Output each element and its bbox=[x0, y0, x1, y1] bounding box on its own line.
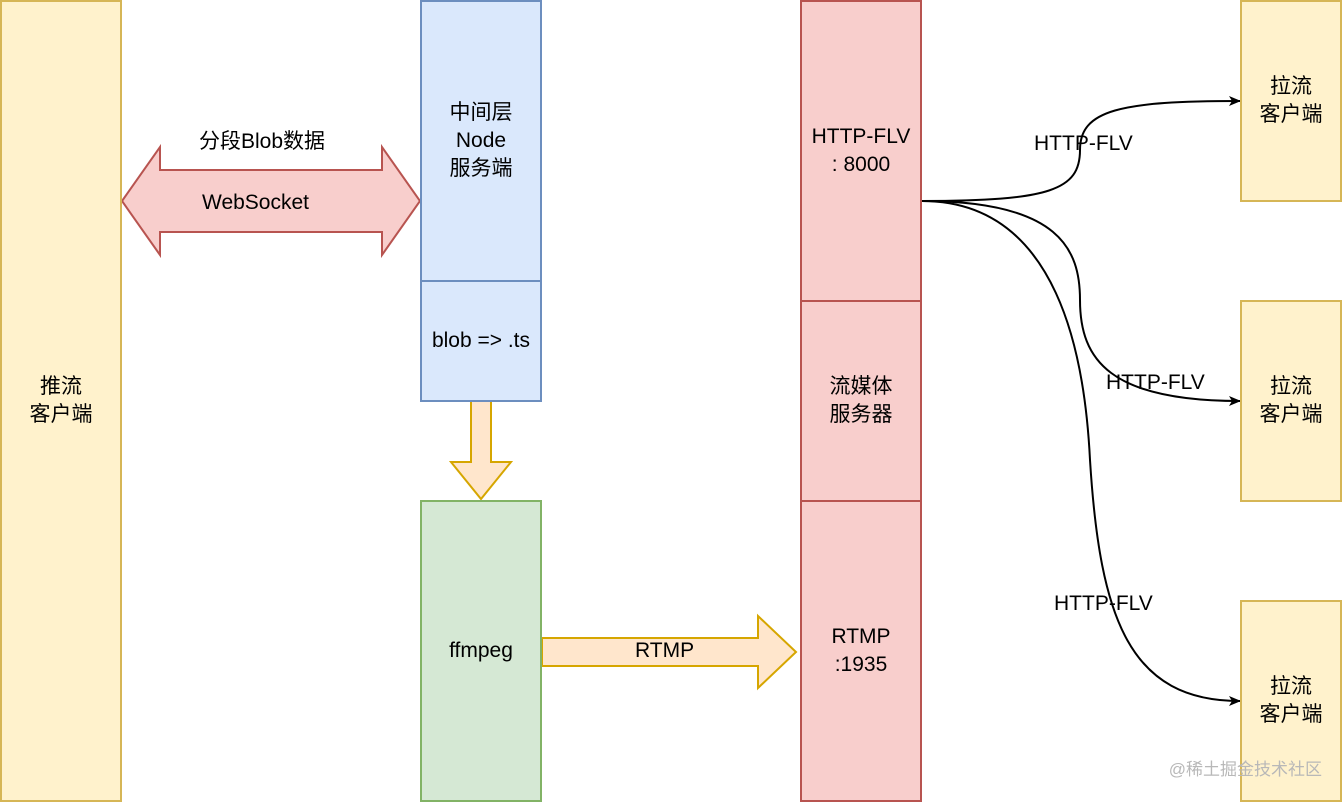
ffmpeg-label: ffmpeg bbox=[449, 639, 513, 662]
flv-curve-1 bbox=[921, 96, 1241, 202]
down-arrow bbox=[448, 400, 514, 501]
rtmp-arrow-label: RTMP bbox=[635, 639, 695, 662]
http-flv-port-label: HTTP-FLV : 8000 bbox=[811, 125, 911, 176]
flv-curve-3 bbox=[921, 200, 1241, 706]
push-client-label: 推流 客户端 bbox=[29, 375, 93, 426]
rtmp-port-box: RTMP :1935 bbox=[800, 500, 922, 802]
node-server-box: 中间层 Node 服务端 bbox=[420, 0, 542, 282]
media-server-box: 流媒体 服务器 bbox=[800, 300, 922, 502]
websocket-inner-label: WebSocket bbox=[202, 191, 309, 214]
websocket-top-label: 分段Blob数据 bbox=[199, 130, 326, 153]
flv-edge-label-1: HTTP-FLV bbox=[1034, 132, 1133, 155]
flv-curve-2 bbox=[921, 200, 1241, 406]
rtmp-right-arrow bbox=[541, 613, 798, 691]
blob-convert-label: blob => .ts bbox=[431, 329, 531, 352]
blob-convert-box: blob => .ts bbox=[420, 280, 542, 402]
pull-client-label-3: 拉流 客户端 bbox=[1259, 675, 1323, 726]
pull-client-box-2: 拉流 客户端 bbox=[1240, 300, 1342, 502]
http-flv-port-box: HTTP-FLV : 8000 bbox=[800, 0, 922, 302]
rtmp-port-label: RTMP :1935 bbox=[831, 625, 891, 676]
push-client-box: 推流 客户端 bbox=[0, 0, 122, 802]
watermark: @稀土掘金技术社区 bbox=[1168, 760, 1322, 779]
node-server-label: 中间层 Node 服务端 bbox=[449, 101, 513, 180]
pull-client-label-2: 拉流 客户端 bbox=[1259, 375, 1323, 426]
flv-edge-label-2: HTTP-FLV bbox=[1106, 371, 1205, 394]
pull-client-box-1: 拉流 客户端 bbox=[1240, 0, 1342, 202]
pull-client-label-1: 拉流 客户端 bbox=[1259, 75, 1323, 126]
flv-edge-label-3: HTTP-FLV bbox=[1054, 592, 1153, 615]
ffmpeg-box: ffmpeg bbox=[420, 500, 542, 802]
pull-client-box-3: 拉流 客户端 bbox=[1240, 600, 1342, 802]
media-server-label: 流媒体 服务器 bbox=[829, 375, 893, 426]
